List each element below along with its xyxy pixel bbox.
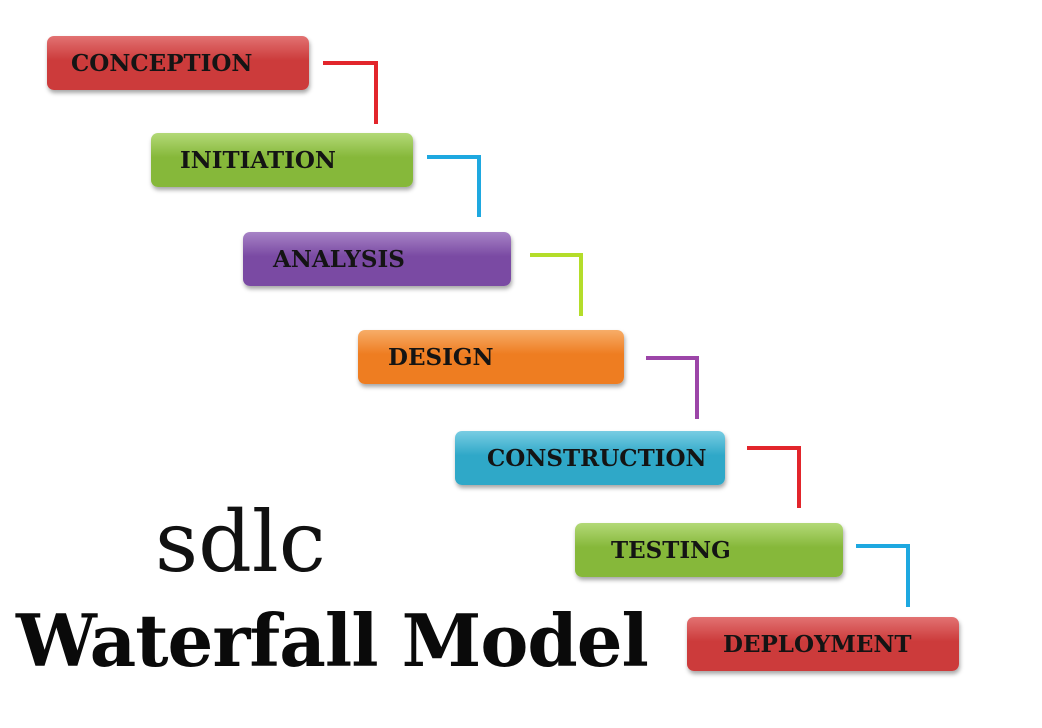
phase-label: ANALYSIS <box>273 245 405 273</box>
phase-deployment: DEPLOYMENT <box>687 617 959 671</box>
connector-6 <box>856 544 910 607</box>
phase-construction: CONSTRUCTION <box>455 431 725 485</box>
diagram-subtitle: sdlc <box>155 493 326 591</box>
connector-2 <box>427 155 481 217</box>
phase-conception: CONCEPTION <box>47 36 309 90</box>
phase-label: TESTING <box>611 536 731 564</box>
phase-testing: TESTING <box>575 523 843 577</box>
connector-5 <box>747 446 801 508</box>
phase-design: DESIGN <box>358 330 624 384</box>
phase-initiation: INITIATION <box>151 133 413 187</box>
phase-label: CONCEPTION <box>71 49 253 77</box>
diagram-title: Waterfall Model <box>16 598 649 683</box>
phase-analysis: ANALYSIS <box>243 232 511 286</box>
phase-label: DEPLOYMENT <box>723 630 912 658</box>
connector-4 <box>646 356 699 419</box>
connector-1 <box>323 61 378 124</box>
connector-3 <box>530 253 583 316</box>
phase-label: DESIGN <box>388 343 494 371</box>
phase-label: CONSTRUCTION <box>487 444 707 472</box>
phase-label: INITIATION <box>180 146 336 174</box>
